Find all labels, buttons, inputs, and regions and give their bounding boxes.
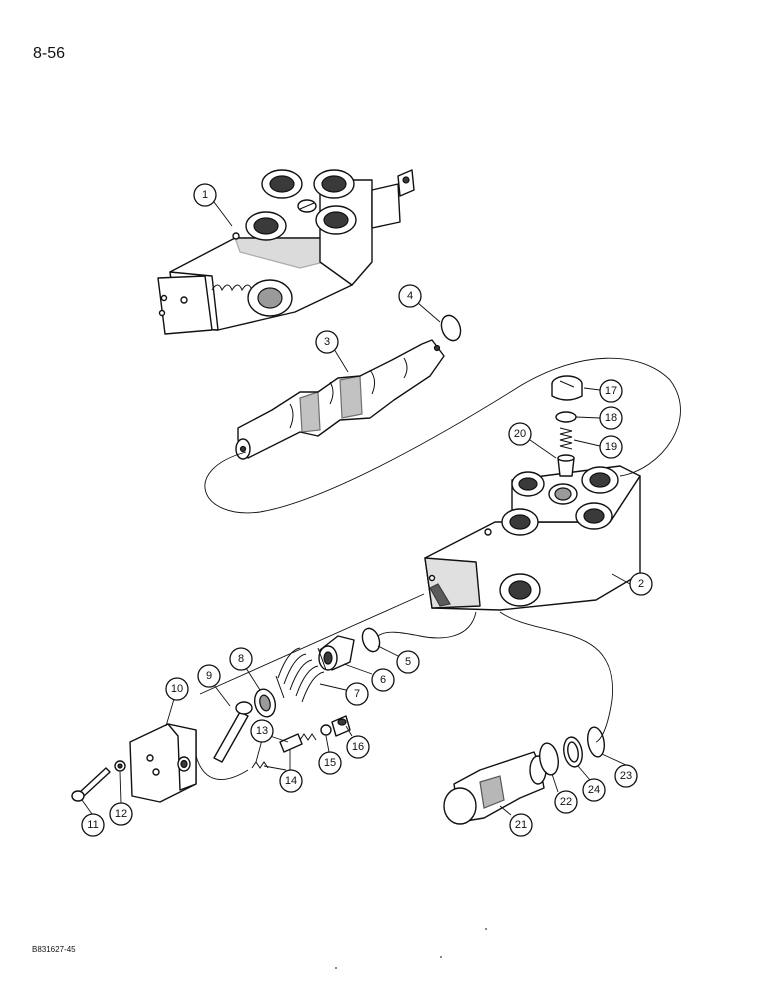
spring-group-illustration — [253, 627, 381, 718]
callout-label: 22 — [560, 796, 572, 808]
callout-22: 22 — [551, 773, 578, 814]
callout-label: 23 — [620, 770, 632, 782]
callout-label: 21 — [515, 819, 527, 831]
callout-label: 4 — [407, 290, 413, 302]
page-number: 8-56 — [33, 45, 66, 62]
callout-label: 8 — [238, 653, 244, 665]
callout-18: 18 — [575, 406, 623, 430]
callout-23: 23 — [601, 753, 638, 788]
callout-16: 16 — [345, 725, 370, 759]
callout-label: 20 — [514, 428, 526, 440]
callout-1: 1 — [193, 183, 233, 227]
callout-label: 11 — [87, 819, 98, 831]
callout-label: 3 — [324, 336, 330, 348]
valve-assembly-illustration — [157, 169, 415, 335]
callout-label: 19 — [605, 441, 617, 453]
callout-17: 17 — [583, 379, 623, 403]
callout-24: 24 — [577, 765, 606, 802]
callout-15: 15 — [318, 735, 342, 775]
callout-label: 24 — [588, 784, 600, 796]
callout-label: 5 — [405, 656, 411, 668]
callout-label: 14 — [285, 775, 297, 787]
callout-19: 19 — [573, 435, 623, 459]
callout-4: 4 — [398, 284, 462, 342]
callout-6: 6 — [343, 663, 395, 692]
callout-9: 9 — [197, 664, 231, 707]
callout-label: 17 — [605, 385, 617, 397]
relief-plug-stack-illustration — [551, 375, 583, 477]
callouts: 1 2 3 4 5 6 7 — [81, 183, 653, 837]
callout-3: 3 — [315, 330, 349, 373]
callout-label: 15 — [324, 757, 336, 769]
callout-5: 5 — [377, 645, 420, 674]
callout-label: 2 — [638, 578, 644, 590]
callout-14: 14 — [263, 750, 303, 793]
callout-21: 21 — [499, 805, 533, 837]
callout-label: 18 — [605, 412, 617, 424]
figure-code: B831627-45 — [32, 945, 76, 954]
check-valve-group-illustration — [251, 715, 351, 769]
callout-label: 16 — [352, 741, 364, 753]
callout-12: 12 — [109, 771, 133, 826]
callout-8: 8 — [229, 647, 261, 691]
callout-label: 1 — [202, 189, 208, 201]
callout-label: 6 — [380, 674, 386, 686]
callout-13: 13 — [250, 719, 289, 763]
callout-label: 10 — [171, 683, 183, 695]
callout-label: 7 — [354, 688, 360, 700]
assembly-guide-lines — [195, 357, 681, 780]
callout-10: 10 — [165, 677, 189, 727]
end-cap-group-illustration — [71, 701, 253, 803]
callout-2: 2 — [611, 572, 653, 596]
spool-illustration — [235, 339, 445, 460]
valve-body-illustration — [424, 465, 641, 611]
callout-label: 9 — [206, 670, 212, 682]
callout-11: 11 — [81, 799, 105, 837]
callout-label: 13 — [256, 725, 268, 737]
relief-cartridge-group-illustration — [443, 726, 605, 825]
callout-7: 7 — [319, 682, 369, 706]
callout-label: 12 — [115, 808, 127, 820]
callout-20: 20 — [508, 422, 557, 459]
